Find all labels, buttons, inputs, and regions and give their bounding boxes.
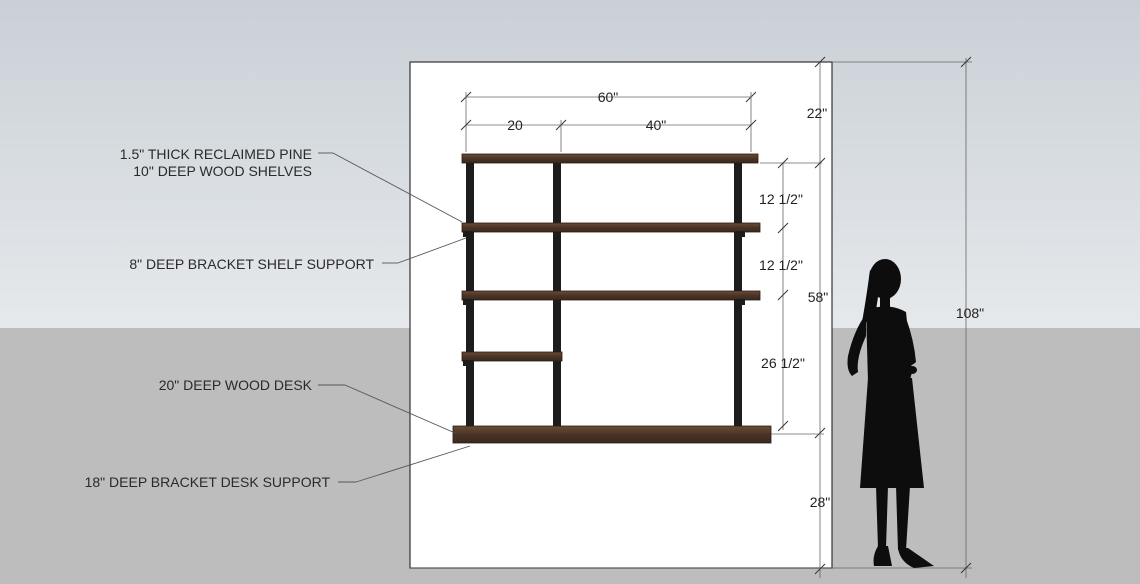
shelves (452, 153, 772, 444)
label-shelves-line2: 10" DEEP WOOD SHELVES (133, 163, 312, 179)
shelf-3 (461, 290, 761, 301)
height-dimensions: 22" 12 1/2" 12 1/2" 58" 26 1/2" 28" 108" (410, 56, 984, 578)
annotation-leaders (318, 152, 471, 483)
label-bracket-shelf: 8" DEEP BRACKET SHELF SUPPORT (129, 256, 374, 272)
dim-shelf-total: 58" (808, 289, 829, 305)
person-silhouette (847, 259, 934, 568)
dim-shelf-to-desk: 26 1/2" (761, 355, 805, 371)
wall-panel (409, 61, 833, 569)
label-bracket-desk: 18" DEEP BRACKET DESK SUPPORT (85, 474, 331, 490)
dim-shelf-spacing-1: 12 1/2" (759, 191, 803, 207)
dim-top-gap: 22" (807, 105, 828, 121)
dim-left-section: 20 (507, 117, 523, 133)
shelf-small (461, 351, 563, 362)
dim-shelf-spacing-2: 12 1/2" (759, 257, 803, 273)
dim-right-section: 40" (646, 117, 667, 133)
dim-wall-height: 108" (956, 305, 984, 321)
label-desk: 20" DEEP WOOD DESK (159, 377, 313, 393)
shelf-top (461, 153, 759, 164)
dim-desk-height: 28" (810, 494, 831, 510)
dim-total-width: 60" (598, 89, 619, 105)
shelf-2 (461, 222, 761, 233)
desk-top (452, 425, 772, 444)
label-shelves-line1: 1.5" THICK RECLAIMED PINE (120, 146, 312, 162)
shelf-brackets (463, 231, 745, 366)
width-dimensions: 60" 20 40" (460, 89, 757, 152)
